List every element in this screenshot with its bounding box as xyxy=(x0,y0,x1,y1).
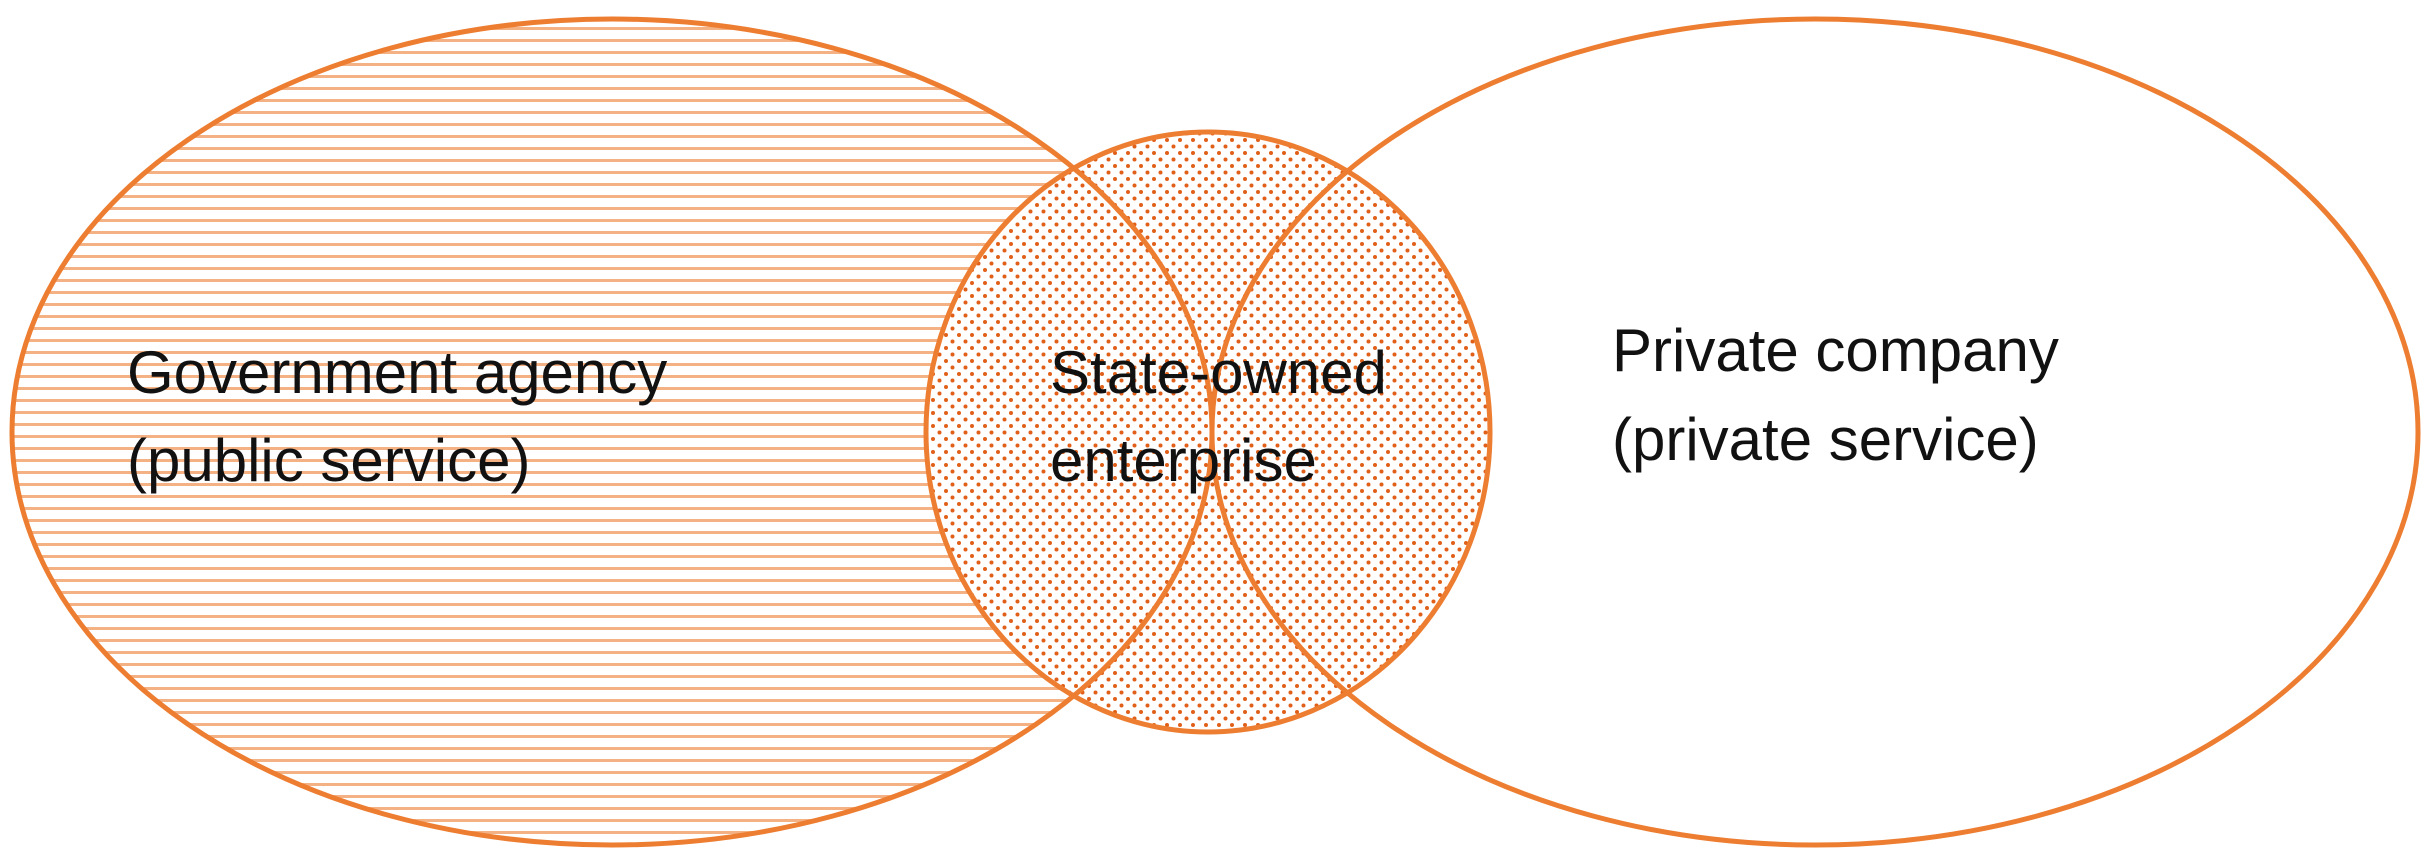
state-owned-ellipse-outline xyxy=(923,129,1493,735)
private-ellipse-outline xyxy=(1209,16,2421,848)
private-label-line1: Private company xyxy=(1612,317,2059,384)
state-owned-label-line2: enterprise xyxy=(1050,427,1317,494)
government-label-line1: Government agency xyxy=(127,339,667,406)
private-label-line2: (private service) xyxy=(1612,406,2039,473)
government-label-line2: (public service) xyxy=(127,427,530,494)
state-owned-label-line1: State-owned xyxy=(1050,339,1387,406)
state-owned-dot-fill xyxy=(926,132,1490,732)
